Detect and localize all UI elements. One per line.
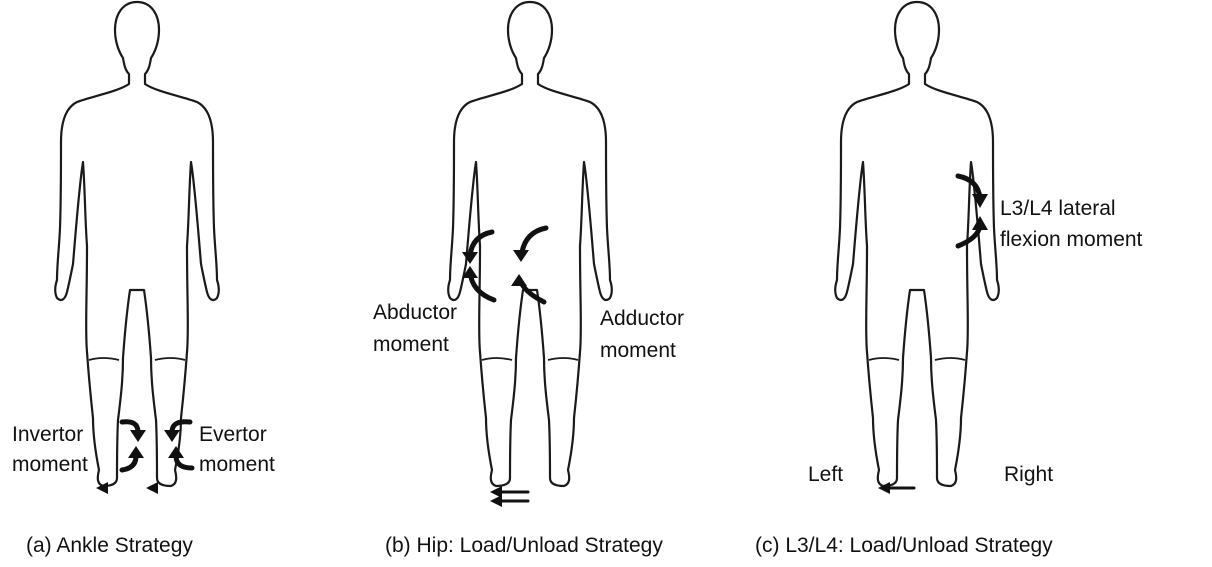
evertor-label: Evertor (199, 422, 267, 448)
body-figure-a (55, 2, 219, 486)
adductor-moment-label: moment (600, 338, 676, 364)
invertor-moment-arrow (122, 422, 146, 470)
abductor-label: Abductor (373, 300, 457, 326)
left-side-label: Left (808, 462, 843, 488)
lateral-flexion-label-line2: flexion moment (1000, 227, 1142, 253)
evertor-moment-label: moment (199, 452, 275, 478)
invertor-label: Invertor (12, 422, 83, 448)
load-shift-arrows (490, 486, 528, 507)
caption-a: (a) Ankle Strategy (26, 533, 193, 559)
caption-b: (b) Hip: Load/Unload Strategy (385, 533, 663, 559)
adductor-label: Adductor (600, 306, 684, 332)
lateral-flexion-label-line1: L3/L4 lateral (1000, 196, 1116, 222)
body-figure-c (835, 2, 999, 486)
caption-c: (c) L3/L4: Load/Unload Strategy (755, 533, 1053, 559)
right-side-label: Right (1004, 462, 1053, 488)
right-foot-marker (146, 482, 158, 494)
abductor-moment-label: moment (373, 332, 449, 358)
invertor-moment-label: moment (12, 452, 88, 478)
